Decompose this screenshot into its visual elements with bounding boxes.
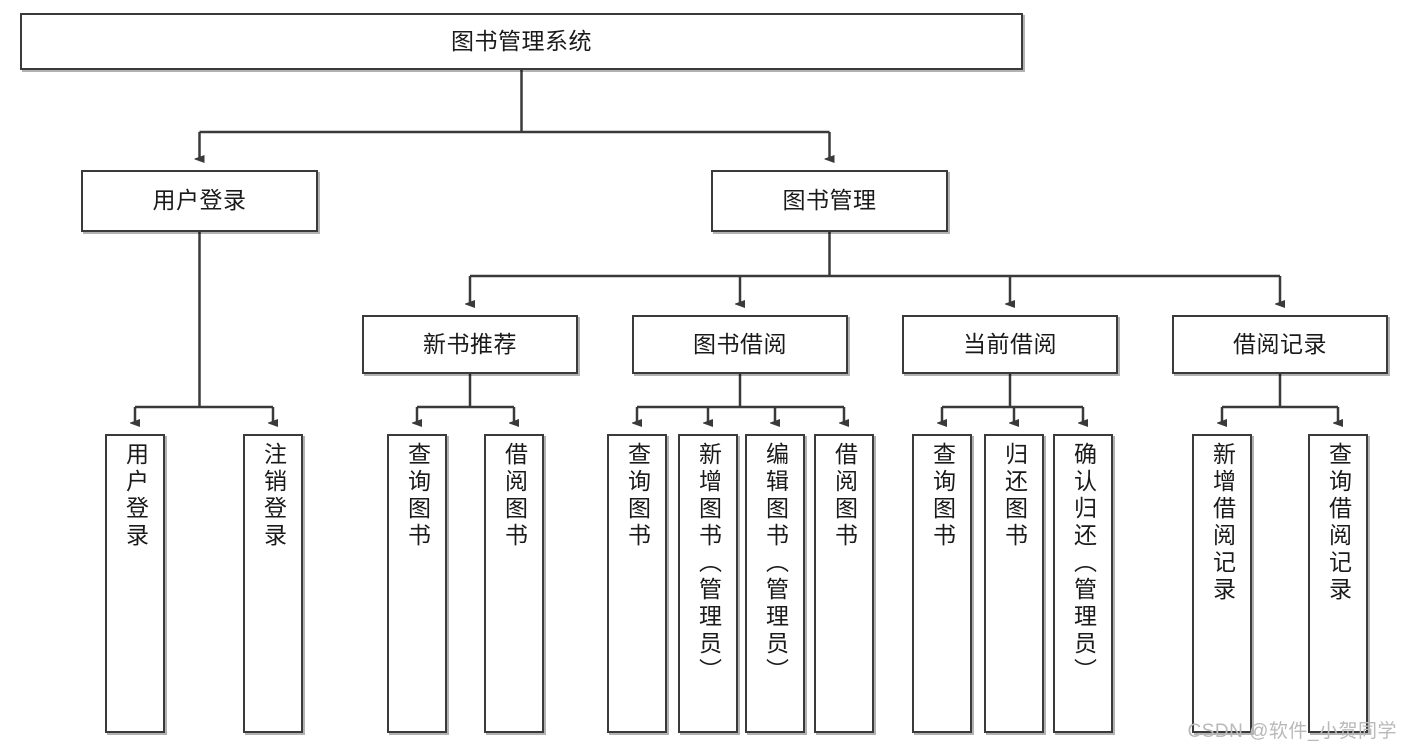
node-label: 图书管理 [782, 187, 877, 214]
node-root[interactable]: 图书管理系统 [20, 13, 1023, 70]
node-label: 注销登录 [260, 442, 287, 550]
node-label: 图书借阅 [693, 330, 787, 357]
node-label: 用户登录 [152, 187, 247, 214]
node-l11[interactable]: 确认归还（管理员） [1053, 434, 1113, 733]
node-l9[interactable]: 查询图书 [912, 434, 972, 733]
node-bookmgmt[interactable]: 图书管理 [711, 170, 948, 232]
node-l13[interactable]: 查询借阅记录 [1308, 434, 1368, 733]
node-current[interactable]: 当前借阅 [902, 315, 1118, 374]
node-borrow[interactable]: 图书借阅 [632, 315, 848, 374]
node-label: 借阅图书 [831, 442, 858, 550]
node-login[interactable]: 用户登录 [81, 170, 318, 232]
node-l3[interactable]: 查询图书 [387, 434, 447, 733]
node-label: 确认归还（管理员） [1070, 442, 1097, 685]
node-label: 新增借阅记录 [1209, 442, 1236, 604]
node-label: 归还图书 [1001, 442, 1028, 550]
node-records[interactable]: 借阅记录 [1172, 315, 1388, 374]
node-l6[interactable]: 新增图书（管理员） [678, 434, 738, 733]
node-l1[interactable]: 用户登录 [105, 434, 165, 733]
node-l4[interactable]: 借阅图书 [484, 434, 544, 733]
node-l2[interactable]: 注销登录 [243, 434, 303, 733]
node-label: 查询图书 [929, 442, 956, 550]
node-label: 新增图书（管理员） [695, 442, 722, 685]
node-newbook[interactable]: 新书推荐 [362, 315, 578, 374]
node-l10[interactable]: 归还图书 [984, 434, 1044, 733]
node-l12[interactable]: 新增借阅记录 [1192, 434, 1252, 733]
node-label: 借阅记录 [1233, 330, 1327, 357]
node-label: 编辑图书（管理员） [762, 442, 789, 685]
node-label: 查询图书 [404, 442, 431, 550]
node-label: 新书推荐 [423, 330, 517, 357]
node-label: 查询借阅记录 [1325, 442, 1352, 604]
node-l7[interactable]: 编辑图书（管理员） [745, 434, 805, 733]
node-label: 用户登录 [122, 442, 149, 550]
node-label: 图书管理系统 [451, 27, 592, 54]
node-l5[interactable]: 查询图书 [607, 434, 667, 733]
node-label: 当前借阅 [963, 330, 1057, 357]
node-label: 查询图书 [624, 442, 651, 550]
watermark-text: CSDN @软件_小贺同学 [1187, 721, 1397, 742]
node-label: 借阅图书 [501, 442, 528, 550]
node-l8[interactable]: 借阅图书 [814, 434, 874, 733]
